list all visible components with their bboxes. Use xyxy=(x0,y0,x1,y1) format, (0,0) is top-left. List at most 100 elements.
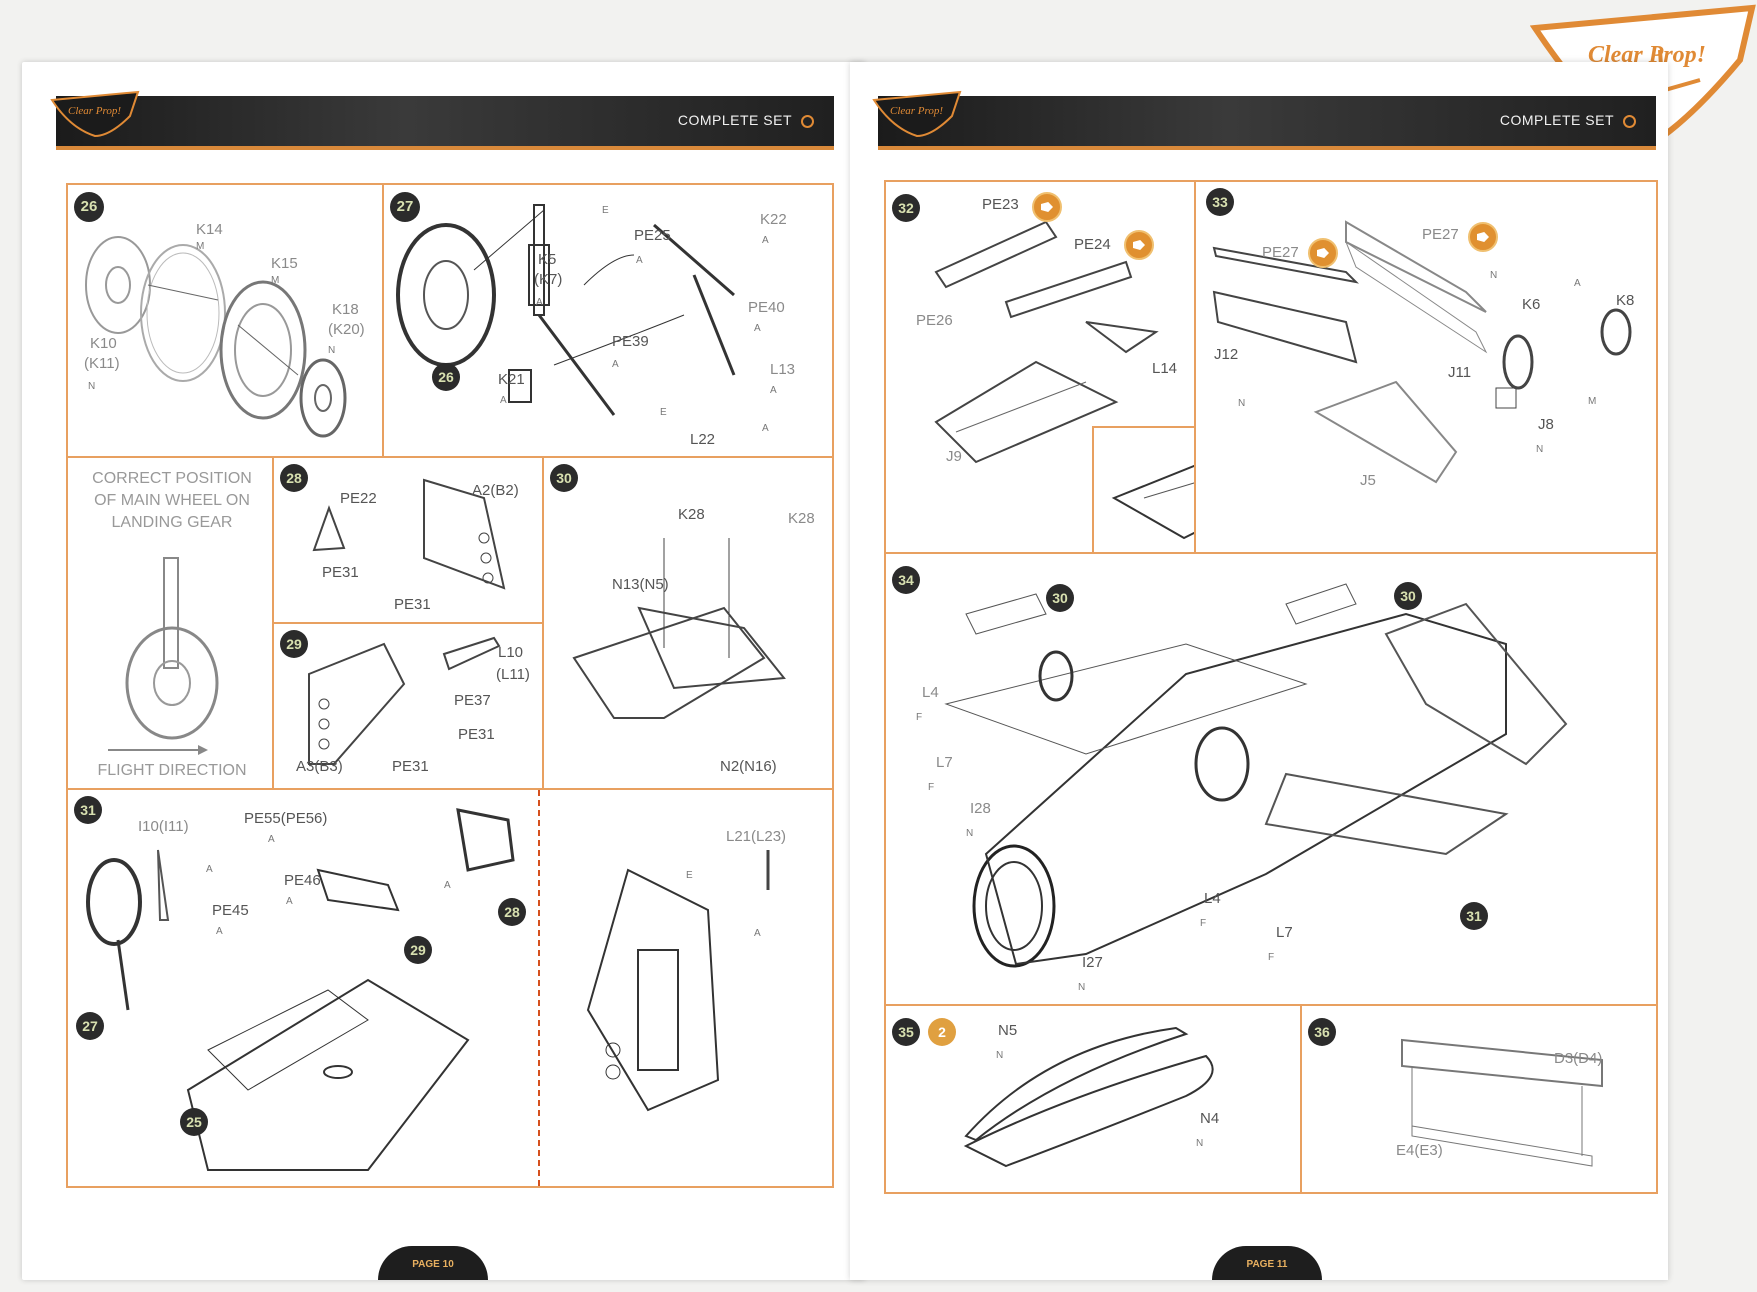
part-label: K5 xyxy=(538,251,557,268)
part-label: F xyxy=(1200,918,1207,929)
part-label: L4 xyxy=(922,684,939,701)
step-number: 36 xyxy=(1308,1018,1336,1046)
left-page-header: COMPLETE SET xyxy=(56,96,834,150)
part-label: L13 xyxy=(770,361,796,378)
step-26-panel: 26 K14 M K15 M K18 (K20) N K10 (K11) N xyxy=(66,183,384,458)
part-label: PE55(PE56) xyxy=(244,810,328,827)
part-label: N4 xyxy=(1200,1110,1220,1127)
part-label: K21 xyxy=(498,371,525,388)
part-label: N13(N5) xyxy=(612,576,669,593)
part-label: E xyxy=(686,870,693,881)
photo-etch-icon xyxy=(1468,222,1498,252)
part-label: K28 xyxy=(788,510,815,527)
part-label: A xyxy=(1574,278,1581,289)
part-label: F xyxy=(928,782,935,793)
header-label: COMPLETE SET xyxy=(677,112,792,128)
part-label: I28 xyxy=(970,800,991,817)
part-label: K14 xyxy=(196,221,223,238)
part-label: A xyxy=(754,323,761,334)
part-label: J11 xyxy=(1448,364,1472,381)
part-label: L10 xyxy=(498,644,524,661)
part-label: N xyxy=(1078,982,1086,993)
photo-etch-icon xyxy=(1032,192,1062,222)
part-label: PE31 xyxy=(392,758,429,775)
note-line-3: LANDING GEAR xyxy=(111,514,233,531)
header-label: COMPLETE SET xyxy=(1499,112,1614,128)
part-label: M xyxy=(196,241,205,252)
part-label: J12 xyxy=(1214,346,1239,363)
cockpit-sidewall-drawing xyxy=(1212,220,1632,484)
step-reference: 29 xyxy=(404,936,432,964)
part-label: PE37 xyxy=(454,692,491,709)
header-dot-icon xyxy=(801,115,814,128)
drop-tank-drawing xyxy=(963,1026,1214,1168)
part-label: L7 xyxy=(936,754,953,771)
part-label: PE31 xyxy=(322,564,359,581)
part-label: K22 xyxy=(760,211,787,228)
part-label: F xyxy=(916,712,923,723)
part-label: A xyxy=(216,926,223,937)
header-logo-icon: Clear Prop! xyxy=(872,88,962,138)
part-label: A xyxy=(636,255,643,266)
step-31-panel: 31 I10(I11) A PE55(PE56) A A PE46 A PE45… xyxy=(66,788,834,1188)
step-29-panel: 29 L10 (L11) PE37 PE31 A3(B3) PE31 xyxy=(272,622,544,790)
part-label: E4(E3) xyxy=(1396,1142,1443,1159)
step-reference: 25 xyxy=(180,1108,208,1136)
part-label: (K11) xyxy=(84,355,120,372)
step-33-panel: 33 PE27 PE27 N A K6 K8 J12 J11 N M J8 N … xyxy=(1194,180,1658,554)
part-label: M xyxy=(1588,396,1597,407)
step-28-panel: 28 PE22 A2(B2) PE31 PE31 xyxy=(272,456,544,624)
gear-fairing-drawing xyxy=(572,538,786,719)
part-label: N xyxy=(996,1050,1004,1061)
sub-step-reference: 26 xyxy=(432,363,460,391)
svg-text:Clear Prop!: Clear Prop! xyxy=(890,105,943,117)
part-label: J9 xyxy=(946,448,962,465)
part-label: N xyxy=(1238,398,1246,409)
step-reference: 30 xyxy=(1394,582,1422,610)
part-label: D3(D4) xyxy=(1554,1050,1603,1067)
part-label: PE26 xyxy=(916,312,953,329)
part-label: N xyxy=(966,828,974,839)
correct-position-note-panel: CORRECT POSITION OF MAIN WHEEL ON LANDIN… xyxy=(66,456,274,790)
step-reference: 28 xyxy=(498,898,526,926)
flight-direction-label: FLIGHT DIRECTION xyxy=(97,762,247,779)
step-number: 31 xyxy=(74,796,102,824)
part-label: A2(B2) xyxy=(472,482,519,499)
part-label: N2(N16) xyxy=(720,758,777,775)
gear-door-drawing xyxy=(312,478,506,590)
part-label: PE22 xyxy=(340,490,377,507)
part-label: L7 xyxy=(1276,924,1293,941)
part-label: K18 xyxy=(332,301,359,318)
part-label: PE27 xyxy=(1422,226,1459,243)
cockpit-floor-drawing xyxy=(934,220,1159,464)
part-label: F xyxy=(1268,952,1275,963)
part-label: A xyxy=(286,896,293,907)
step-36-panel: 36 D3(D4) E4(E3) xyxy=(1300,1004,1658,1194)
part-label: E xyxy=(602,205,609,216)
part-label: N5 xyxy=(998,1022,1018,1039)
part-label: J8 xyxy=(1538,416,1554,433)
step-number: 34 xyxy=(892,566,920,594)
part-label: N xyxy=(88,381,96,392)
step-number: 26 xyxy=(74,192,104,222)
part-label: M xyxy=(271,275,280,286)
note-text: CORRECT POSITION OF MAIN WHEEL ON LANDIN… xyxy=(68,468,276,534)
part-label: K8 xyxy=(1616,292,1635,309)
part-label: PE46 xyxy=(284,872,321,889)
step-34-panel: 34 30 30 31 L4 F L7 F I28 N L4 F L7 F I2… xyxy=(884,552,1658,1006)
photo-etch-icon xyxy=(1308,238,1338,268)
part-label: PE31 xyxy=(394,596,431,613)
part-label: A xyxy=(762,235,769,246)
part-label: A xyxy=(754,928,761,939)
step-number: 32 xyxy=(892,194,920,222)
note-line-2: OF MAIN WHEEL ON xyxy=(94,492,250,509)
part-label: PE23 xyxy=(982,196,1019,213)
part-label: A xyxy=(500,395,507,406)
step-number: 33 xyxy=(1206,188,1234,216)
part-label: A xyxy=(444,880,451,891)
part-label: L4 xyxy=(1204,890,1221,907)
quantity-badge: 2 xyxy=(928,1018,956,1046)
photo-etch-icon xyxy=(1124,230,1154,260)
step-reference: 31 xyxy=(1460,902,1488,930)
part-label: A xyxy=(612,359,619,370)
